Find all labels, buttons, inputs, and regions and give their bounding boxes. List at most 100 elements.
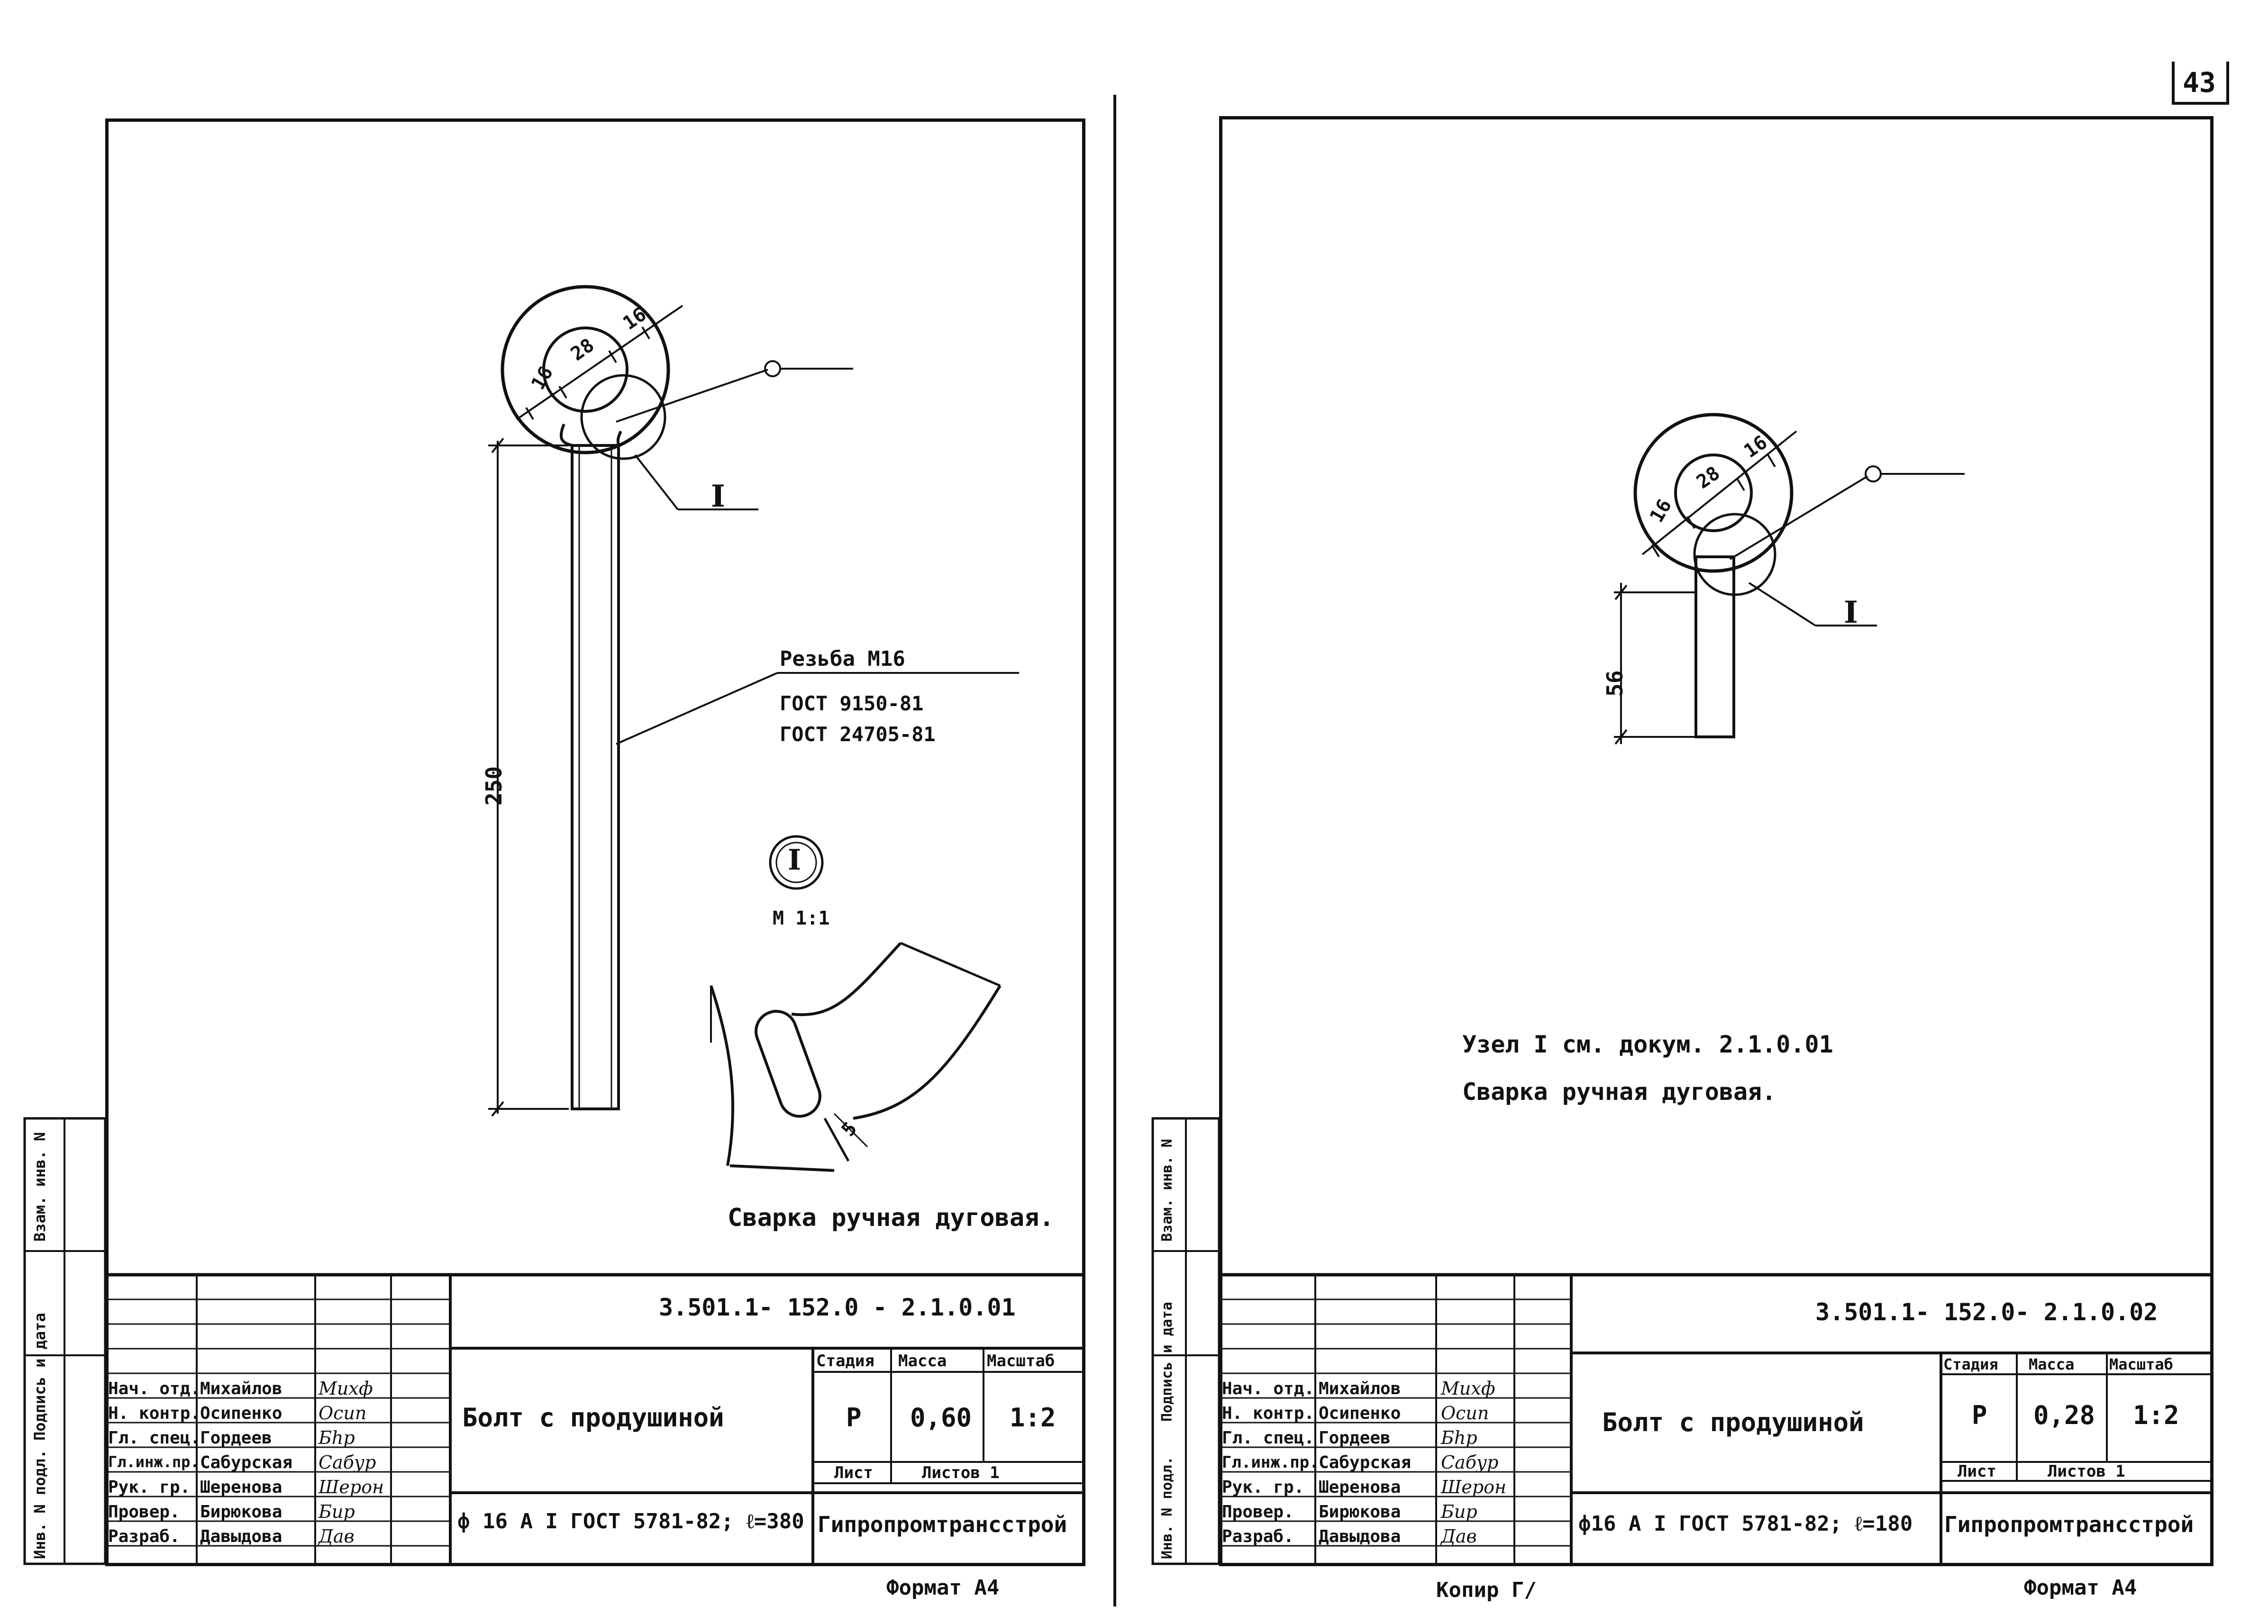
right-name-3: Сабурская [1319,1453,1412,1472]
left-role-5: Провер. [108,1502,180,1522]
right-name-6: Давыдова [1319,1527,1401,1546]
left-stage-value: Р [846,1403,862,1433]
right-doc-spec: ф16 А I ГОСТ 5781-82; ℓ=180 [1578,1512,1913,1536]
left-sheets-label: Листов 1 [922,1463,1000,1482]
left-name-0: Михайлов [200,1379,282,1398]
right-note-2: Сварка ручная дуговая. [1462,1078,1776,1106]
right-copy-note: Копир Г/ [1436,1578,1537,1602]
left-node-symbol [769,835,824,890]
left-scale-label: Масштаб [987,1352,1055,1370]
right-doc-code: 3.501.1- 152.0- 2.1.0.02 [1815,1298,2158,1326]
right-signature-5: Бир [1441,1501,1477,1522]
left-detail-circle [580,374,666,460]
left-side-label-1: Инв. N подл. [31,1449,49,1559]
left-signature-5: Бир [319,1501,355,1522]
left-node-scale: М 1:1 [773,907,830,929]
right-sheet-label: Лист [1958,1462,1996,1481]
right-signature-0: Михф [1441,1378,1495,1399]
right-signature-2: Бhp [1441,1427,1477,1448]
right-stage-value: Р [1972,1400,1987,1430]
right-mass-label: Масса [2029,1355,2075,1373]
right-org: Гипропромтрансстрой [1944,1512,2194,1537]
left-sheet-frame [105,118,1085,1566]
left-gost-2: ГОСТ 24705-81 [780,723,936,746]
left-mass-value: 0,60 [910,1403,972,1433]
left-sheet-label: Лист [834,1463,873,1482]
left-side-label-2: Подпись и дата [31,1313,49,1441]
right-name-1: Осипенко [1319,1404,1401,1423]
right-signature-1: Осип [1441,1403,1489,1424]
right-scale-value: 1:2 [2133,1400,2179,1430]
right-role-6: Разраб. [1222,1527,1294,1546]
right-signature-6: Дав [1441,1526,1477,1547]
left-doc-title: Болт с продушиной [462,1403,724,1433]
left-name-6: Давыдова [200,1527,282,1546]
left-signature-0: Михф [319,1378,373,1399]
right-role-2: Гл. спец. [1222,1428,1315,1448]
left-role-3: Гл.инж.пр. [108,1453,200,1471]
left-mass-label: Масса [898,1352,947,1370]
left-scale-value: 1:2 [1010,1403,1056,1433]
left-doc-code: 3.501.1- 152.0 - 2.1.0.01 [659,1294,1016,1321]
left-format: Формат А4 [886,1576,1000,1600]
right-dim-56: 56 [1602,670,1628,697]
left-signature-6: Дав [319,1526,355,1547]
left-weld-note: Сварка ручная дуговая. [728,1204,1054,1232]
right-doc-title: Болт с продушиной [1602,1407,1864,1437]
right-sheets-label: Листов 1 [2048,1462,2125,1481]
right-side-label-2: Подпись и дата [1159,1302,1175,1422]
right-detail-circle [1693,513,1776,596]
left-signature-3: Сабур [319,1452,376,1473]
left-name-2: Гордеев [200,1428,272,1448]
page-number: 43 [2183,66,2216,99]
right-name-4: Шеренова [1319,1478,1401,1497]
left-name-5: Бирюкова [200,1502,282,1522]
left-role-4: Рук. гр. [108,1478,191,1497]
right-format: Формат А4 [2024,1576,2137,1600]
right-stage-label: Стадия [1943,1355,1998,1373]
left-gost-1: ГОСТ 9150-81 [780,692,924,715]
right-signature-4: Шерон [1441,1477,1507,1497]
left-node-callout: I [711,479,725,514]
left-side-label-3: Взам. инв. N [31,1132,49,1242]
left-bolt-eye-inner [542,327,628,413]
right-role-0: Нач. отд. [1222,1379,1315,1398]
left-bolt-shank [571,444,620,1110]
right-name-5: Бирюкова [1319,1502,1401,1522]
right-role-1: Н. контр. [1222,1404,1315,1423]
right-sheet-frame [1219,116,2213,1566]
right-bolt-eye-outer [1633,413,1794,573]
right-role-4: Рук. гр. [1222,1478,1304,1497]
left-doc-spec: ф 16 А I ГОСТ 5781-82; ℓ=380 [457,1509,804,1533]
right-bolt-shank [1694,555,1735,738]
left-role-2: Гл. спец. [108,1428,201,1448]
right-scale-label: Масштаб [2109,1355,2173,1373]
right-name-0: Михайлов [1319,1379,1401,1398]
left-signature-4: Шерон [319,1477,384,1497]
left-role-1: Н. контр. [108,1404,201,1423]
left-signature-2: Бhp [319,1427,355,1448]
right-role-3: Гл.инж.пр. [1222,1453,1319,1472]
right-side-label-3: Взам. инв. N [1159,1139,1175,1242]
left-name-3: Сабурская [200,1453,293,1472]
left-dim-250: 250 [481,766,507,806]
right-name-2: Гордеев [1319,1428,1391,1448]
left-stage-label: Стадия [816,1352,874,1370]
right-signature-3: Сабур [1441,1452,1499,1473]
right-node-callout: I [1844,595,1858,630]
right-note-1: Узел I см. докум. 2.1.0.01 [1462,1031,1833,1058]
left-signature-1: Осип [319,1403,367,1424]
left-role-0: Нач. отд. [108,1379,201,1398]
left-node-label: I [788,844,802,877]
left-name-4: Шеренова [200,1478,282,1497]
left-org: Гипропромтрансстрой [818,1512,1067,1537]
left-role-6: Разраб. [108,1527,180,1546]
right-mass-value: 0,28 [2033,1400,2095,1430]
left-bolt-eye-outer [501,285,670,454]
left-name-1: Осипенко [200,1404,282,1423]
right-bolt-eye-inner [1674,454,1753,532]
right-side-label-1: Инв. N подл. [1159,1456,1175,1559]
left-thread-note: Резьба М16 [780,647,905,671]
